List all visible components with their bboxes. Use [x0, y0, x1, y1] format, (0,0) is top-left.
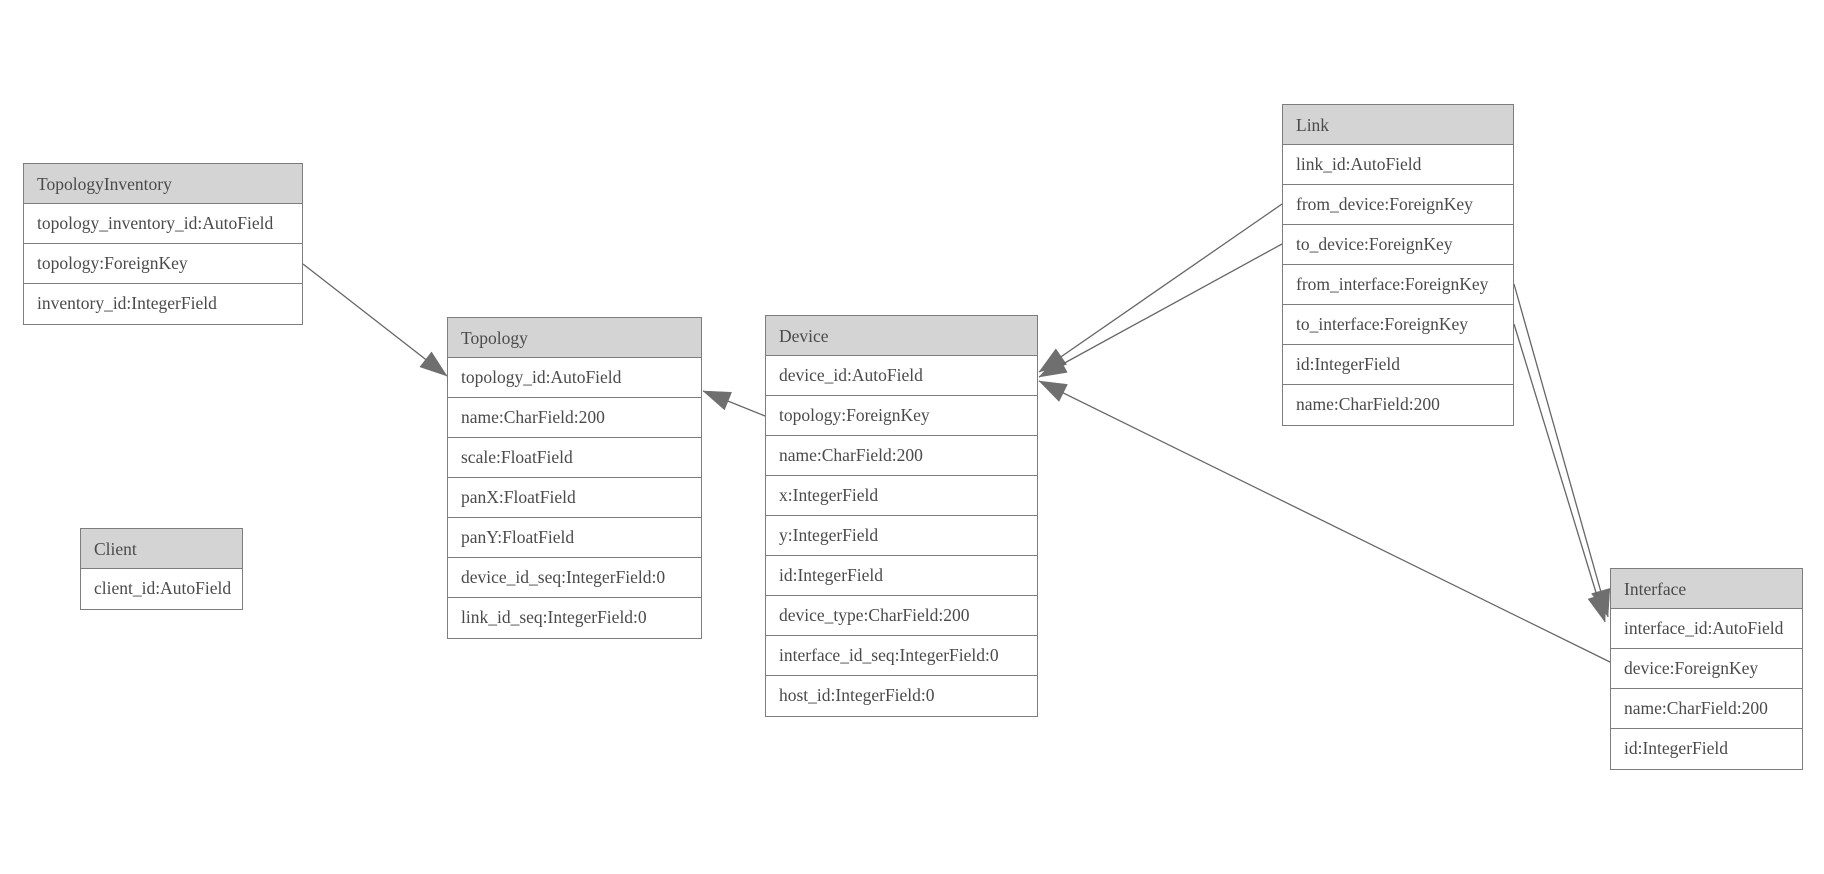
relationship-line: [1038, 203, 1283, 373]
relationship-arrowhead: [1038, 380, 1068, 402]
field-row: id:IntegerField: [766, 556, 1037, 596]
relationship-line: [1513, 323, 1606, 623]
field-row: y:IntegerField: [766, 516, 1037, 556]
relationship-arrowhead: [1038, 355, 1068, 378]
relationship-line: [702, 390, 766, 417]
field-row: link_id_seq:IntegerField:0: [448, 598, 701, 638]
field-row: topology_id:AutoField: [448, 358, 701, 398]
field-row: scale:FloatField: [448, 438, 701, 478]
entity-title: Device: [766, 316, 1037, 356]
field-row: host_id:IntegerField:0: [766, 676, 1037, 716]
entity-title: Link: [1283, 105, 1513, 145]
field-row: topology_inventory_id:AutoField: [24, 204, 302, 244]
relationship-line: [302, 263, 448, 377]
field-row: panX:FloatField: [448, 478, 701, 518]
relationship-arrowhead: [1587, 593, 1607, 623]
entity-title: Client: [81, 529, 242, 569]
field-row: device_type:CharField:200: [766, 596, 1037, 636]
field-row: id:IntegerField: [1611, 729, 1802, 769]
field-row: id:IntegerField: [1283, 345, 1513, 385]
relationship-line: [1038, 243, 1283, 378]
entity-title: TopologyInventory: [24, 164, 302, 204]
field-row: inventory_id:IntegerField: [24, 284, 302, 324]
field-row: device:ForeignKey: [1611, 649, 1802, 689]
field-row: topology:ForeignKey: [766, 396, 1037, 436]
field-row: from_interface:ForeignKey: [1283, 265, 1513, 305]
field-row: link_id:AutoField: [1283, 145, 1513, 185]
field-row: x:IntegerField: [766, 476, 1037, 516]
field-row: topology:ForeignKey: [24, 244, 302, 284]
field-row: name:CharField:200: [766, 436, 1037, 476]
field-row: name:CharField:200: [1611, 689, 1802, 729]
entity-title: Interface: [1611, 569, 1802, 609]
field-row: interface_id:AutoField: [1611, 609, 1802, 649]
field-row: from_device:ForeignKey: [1283, 185, 1513, 225]
relationship-arrowhead: [1038, 348, 1068, 373]
field-row: interface_id_seq:IntegerField:0: [766, 636, 1037, 676]
relationship-arrowhead: [1591, 588, 1611, 618]
field-row: device_id:AutoField: [766, 356, 1037, 396]
field-row: name:CharField:200: [1283, 385, 1513, 425]
relationship-line: [1513, 283, 1609, 618]
relationship-arrowhead: [702, 390, 732, 411]
field-row: client_id:AutoField: [81, 569, 242, 609]
relationship-arrowhead: [419, 351, 448, 377]
field-row: panY:FloatField: [448, 518, 701, 558]
field-row: to_interface:ForeignKey: [1283, 305, 1513, 345]
field-row: to_device:ForeignKey: [1283, 225, 1513, 265]
field-row: device_id_seq:IntegerField:0: [448, 558, 701, 598]
entity-title: Topology: [448, 318, 701, 358]
field-row: name:CharField:200: [448, 398, 701, 438]
